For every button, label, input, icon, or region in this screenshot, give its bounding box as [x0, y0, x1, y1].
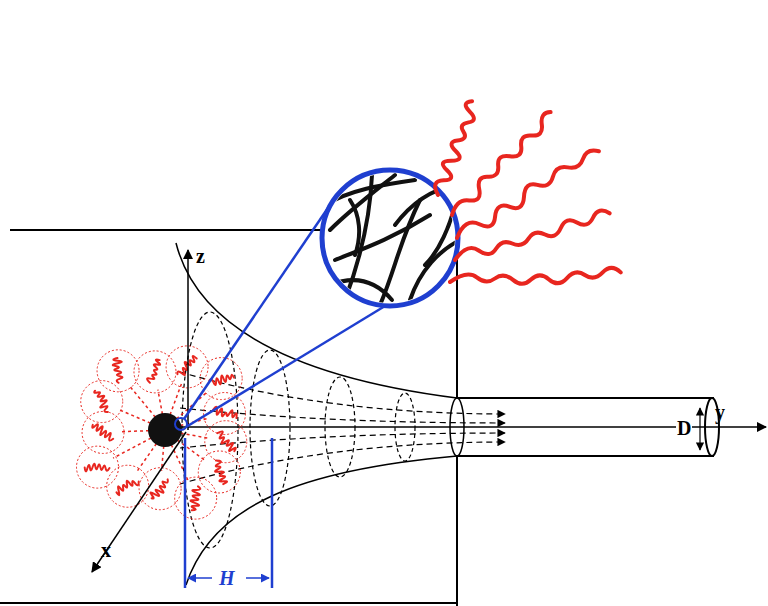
grafted-chains	[435, 101, 621, 284]
H-bracket	[185, 438, 272, 588]
polymer-chain	[177, 356, 196, 375]
chain-blob	[81, 381, 123, 423]
axis-label: y	[715, 402, 725, 422]
chain-blob	[205, 421, 247, 463]
x-axis	[92, 432, 186, 572]
polymer-chain	[435, 101, 474, 195]
polymer-chain	[113, 358, 123, 383]
particle-core	[148, 413, 182, 447]
polymer-chain	[452, 112, 551, 215]
polymer-chain	[215, 461, 227, 485]
chain-tether	[113, 438, 151, 458]
chain-tether	[129, 385, 155, 417]
chain-tether	[158, 390, 163, 415]
polymer-chain	[191, 486, 201, 510]
axis-label: D	[676, 418, 692, 438]
polymer-chain	[85, 464, 110, 472]
chain-tether	[177, 440, 205, 461]
polymer-chain	[450, 268, 621, 284]
chain-blob	[97, 350, 139, 392]
chain-blob	[134, 351, 176, 393]
chain-blob	[198, 451, 240, 493]
polymer-chain	[147, 360, 160, 383]
streamlines	[180, 372, 505, 484]
axis-label: x	[101, 540, 111, 560]
chain-tether	[137, 444, 156, 471]
z-axis	[187, 250, 189, 430]
polymer-chain	[117, 481, 139, 496]
funnel-sections	[182, 312, 415, 548]
chain-blob	[107, 465, 149, 507]
chain-tether	[118, 409, 151, 423]
chain-tether	[121, 431, 149, 432]
chain-blob	[166, 346, 208, 388]
chain-blob	[175, 477, 217, 519]
axis-label: H	[219, 568, 235, 588]
tube-inlet	[450, 398, 464, 456]
polymer-corona	[77, 346, 247, 519]
polymer-chain	[455, 211, 610, 260]
polymer-chain	[94, 391, 108, 412]
chain-blob	[77, 446, 119, 488]
chain-blob	[139, 468, 181, 510]
streamline	[180, 372, 505, 414]
axis-label: z	[196, 246, 205, 266]
chain-tether	[170, 384, 181, 415]
chain-blob	[82, 411, 124, 453]
polymer-chain	[92, 424, 113, 440]
streamline	[180, 442, 505, 484]
